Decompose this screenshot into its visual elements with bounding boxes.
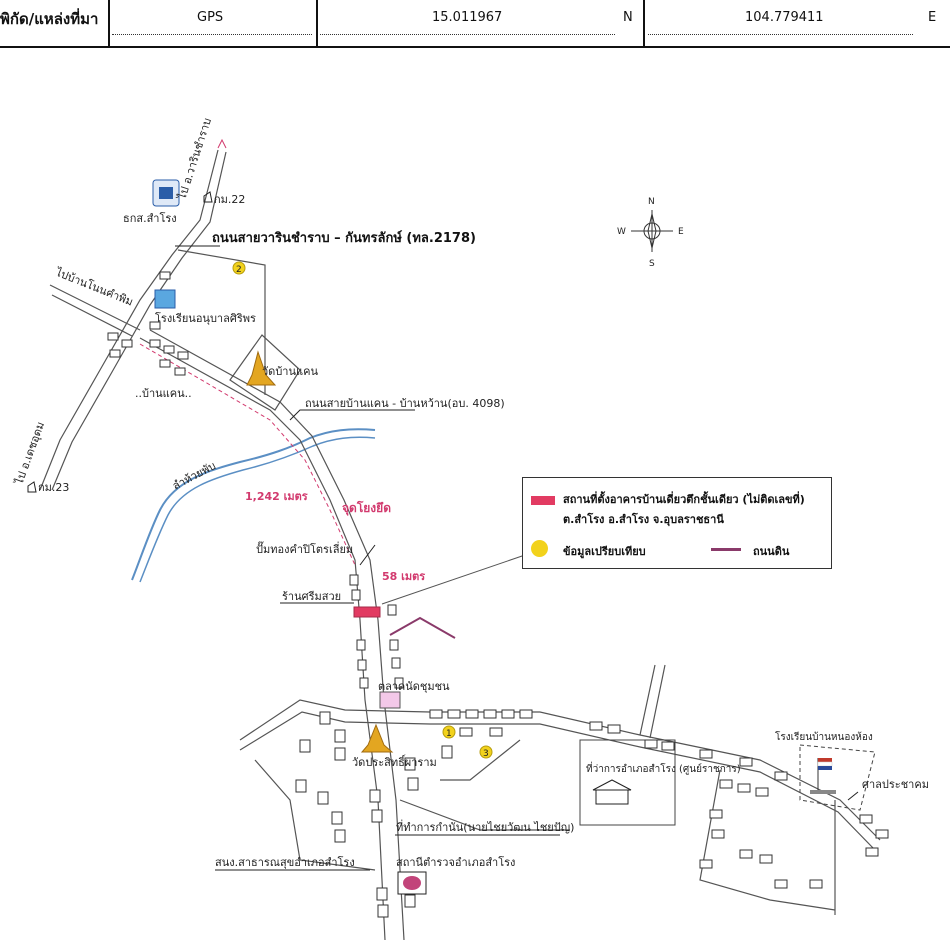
creek-line bbox=[131, 428, 376, 581]
label-main-road: ถนนสายวารินชำราบ – กันทรลักษ์ (ทล.2178) bbox=[212, 230, 476, 246]
school-flag-icon bbox=[810, 758, 836, 794]
leader-line bbox=[289, 409, 415, 421]
school-hall-icon bbox=[154, 289, 176, 309]
town-loop-road bbox=[254, 759, 376, 871]
comparable-marker-3: 3 bbox=[479, 745, 493, 759]
comparable-marker-1: 1 bbox=[442, 725, 456, 739]
subject-location-marker bbox=[353, 606, 381, 618]
town-main-road bbox=[239, 699, 881, 841]
district-office-enclosure bbox=[579, 739, 676, 826]
longitude-value: 104.779411 bbox=[745, 10, 824, 25]
label-village-ban-khaen: ..บ้านแคน.. bbox=[135, 387, 192, 400]
town-main-road-edge bbox=[239, 711, 876, 851]
school-enclosure bbox=[799, 744, 876, 811]
compass-rose-icon bbox=[631, 210, 673, 252]
east-road bbox=[699, 769, 836, 911]
label-km23: กม.23 bbox=[38, 481, 69, 494]
legend-subject-label: สถานที่ตั้งอาคารบ้านเดี่ยวตึกชั้นเดียว (… bbox=[563, 493, 805, 506]
longitude-direction: E bbox=[928, 10, 937, 25]
label-to-sw: ไป อ.เดชอุดม bbox=[12, 420, 47, 487]
label-temple-ban-khaen: วัดบ้านแคน bbox=[262, 365, 318, 378]
label-health-office: สนง.สาธารณสุขอำเภอสำโรง bbox=[215, 855, 355, 869]
header-divider bbox=[108, 0, 110, 46]
distance-route bbox=[139, 343, 356, 566]
temple-enclosure-road bbox=[177, 249, 266, 395]
temple-prasit-icon bbox=[360, 723, 394, 753]
dotted-line bbox=[320, 34, 615, 35]
label-km22: กม.22 bbox=[214, 193, 245, 206]
creek-bank bbox=[139, 436, 376, 583]
compass-west: W bbox=[617, 227, 626, 237]
temple-icon bbox=[246, 350, 277, 386]
label-pavilion: ศาลประชาคม bbox=[862, 778, 929, 791]
road-4098-east-edge bbox=[149, 329, 405, 941]
leader-line bbox=[381, 554, 526, 605]
legend-comparable-label: ข้อมูลเปรียบเทียบ bbox=[563, 545, 646, 558]
comparable-marker-2: 2 bbox=[232, 261, 246, 275]
side-road-north bbox=[639, 664, 656, 736]
label-district-office: ที่ว่าการอำเภอสำโรง (ศูนย์ราชการ) bbox=[586, 761, 741, 775]
label-road-4098: ถนนสายบ้านแคน - บ้านหว้าน(อบ. 4098) bbox=[305, 397, 505, 410]
dotted-line bbox=[648, 34, 913, 35]
label-distance-1: 1,242 เมตร bbox=[245, 490, 308, 503]
svg-text:1: 1 bbox=[446, 729, 452, 739]
market-icon bbox=[379, 691, 401, 709]
legend-subject-address: ต.สำโรง อ.สำโรง จ.อุบลราชธานี bbox=[563, 513, 724, 526]
road-4098-west-edge bbox=[139, 337, 386, 941]
district-road bbox=[399, 799, 570, 831]
label-police-station: สถานีตำรวจอำเภอสำโรง bbox=[396, 855, 515, 869]
latitude-direction: N bbox=[623, 10, 633, 25]
leader-line bbox=[847, 791, 859, 801]
label-temple-prasit: วัดประสิทธิ์ผาราม bbox=[352, 754, 437, 769]
police-station-icon bbox=[397, 871, 427, 895]
legend-subject-swatch bbox=[531, 496, 555, 505]
label-kamnan-office: ที่ทำการกำนัน(นายไชยวัฒน ไชยปัญ) bbox=[396, 819, 574, 834]
road-to-west bbox=[49, 284, 141, 331]
leader-line bbox=[359, 544, 376, 566]
town-lane bbox=[440, 739, 521, 781]
label-creek: ลำห้วยพับ bbox=[170, 459, 218, 493]
coordinate-source: GPS bbox=[197, 10, 224, 25]
compass-north: N bbox=[648, 197, 655, 207]
km-marker-icon bbox=[27, 481, 37, 493]
label-gas-station: ปั๊มทองคำปิโตรเลี่ยม bbox=[256, 541, 353, 556]
legend-dirt-road-label: ถนนดิน bbox=[753, 545, 790, 558]
label-market: ตลาดนัดชุมชน bbox=[378, 680, 450, 693]
label-reference-point: จุดโยงยึด bbox=[342, 500, 391, 516]
compass-east: E bbox=[678, 227, 684, 237]
highway-2178-west-edge bbox=[39, 149, 219, 491]
side-road-north-edge bbox=[649, 664, 666, 739]
dotted-line bbox=[112, 34, 312, 35]
label-school-hall: โรงเรียนอนุบาลศิริพร bbox=[155, 311, 256, 325]
svg-text:3: 3 bbox=[483, 749, 489, 759]
label-shop: ร้านศรีมสวย bbox=[282, 590, 341, 603]
header-divider bbox=[643, 0, 645, 46]
legend-comparable-swatch bbox=[531, 540, 548, 557]
km-marker-icon bbox=[203, 191, 213, 203]
dirt-road bbox=[389, 616, 456, 639]
road-to-west-edge bbox=[51, 294, 133, 337]
highway-2178-east-edge bbox=[51, 151, 227, 491]
building-blocks bbox=[107, 271, 889, 918]
header-divider bbox=[316, 0, 318, 46]
legend-dirt-road-swatch bbox=[711, 548, 741, 551]
label-school-right: โรงเรียนบ้านหนองห้อง bbox=[775, 730, 873, 743]
label-baac: ธกส.สำโรง bbox=[123, 211, 177, 225]
baac-bank-icon bbox=[152, 179, 180, 207]
svg-text:2: 2 bbox=[236, 265, 242, 275]
north-arrow-icon bbox=[217, 138, 227, 149]
map-legend: สถานที่ตั้งอาคารบ้านเดี่ยวตึกชั้นเดียว (… bbox=[522, 477, 832, 569]
temple-plot bbox=[229, 334, 301, 411]
label-distance-2: 58 เมตร bbox=[382, 570, 425, 583]
coordinates-label: พิกัด/แหล่งที่มา bbox=[0, 10, 99, 28]
latitude-value: 15.011967 bbox=[432, 10, 503, 25]
compass-south: S bbox=[649, 259, 655, 269]
coordinates-header: พิกัด/แหล่งที่มา GPS 15.011967 N 104.779… bbox=[0, 0, 950, 48]
district-office-icon bbox=[592, 779, 632, 805]
